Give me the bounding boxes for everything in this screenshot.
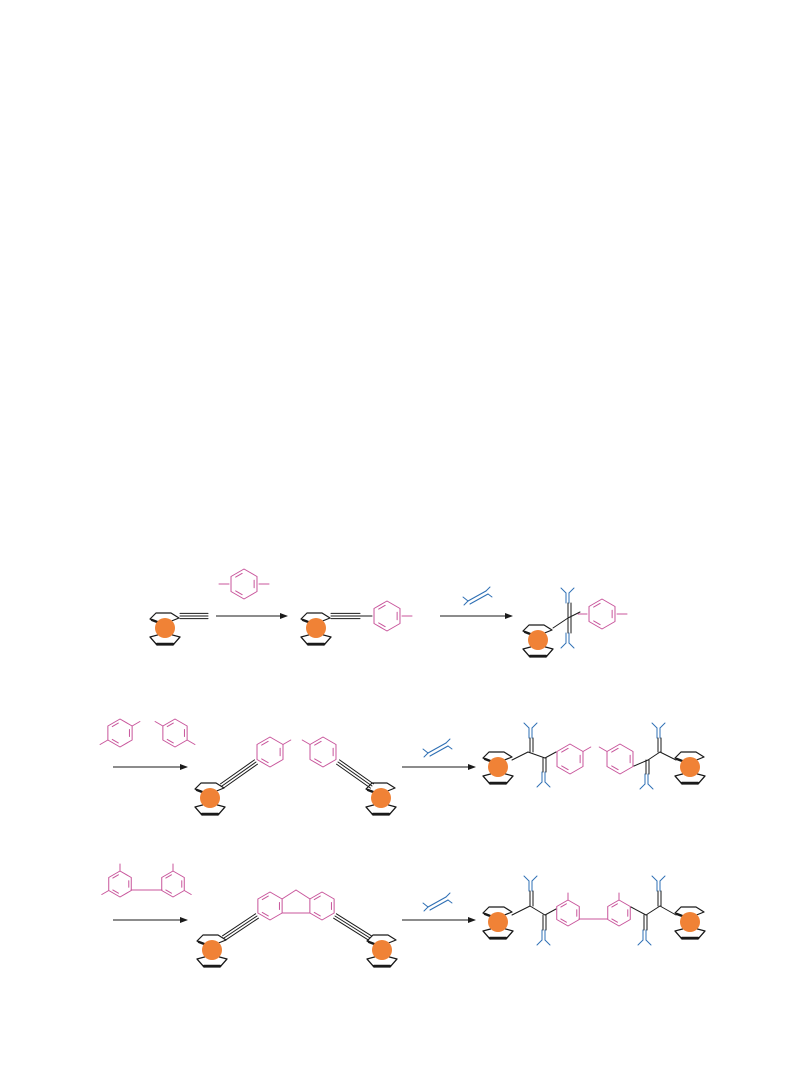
fork-3d-top bbox=[651, 875, 666, 892]
enyne-product-3d bbox=[630, 890, 677, 931]
ferrocene-1a bbox=[149, 612, 181, 646]
ferrocene-2d bbox=[674, 751, 706, 785]
ferrocene-3a bbox=[196, 934, 228, 968]
fork-3d-bot bbox=[637, 929, 652, 946]
metal-center bbox=[528, 630, 548, 650]
metal-center bbox=[155, 618, 175, 638]
fork-2d-top bbox=[651, 722, 666, 739]
ferrocene-3d bbox=[674, 906, 706, 940]
enyne-product-1c bbox=[552, 602, 581, 634]
metal-center bbox=[488, 912, 508, 932]
fork-1c-top bbox=[560, 587, 575, 604]
alkyne-3b bbox=[333, 913, 372, 941]
ferrocene-2c bbox=[482, 751, 514, 785]
fork-3c-top bbox=[523, 875, 538, 892]
alkyne-3a bbox=[222, 913, 259, 941]
enyne-product-3c bbox=[511, 890, 557, 931]
fluorene-bridge bbox=[281, 889, 311, 914]
alkyne-1a bbox=[179, 612, 209, 620]
aryl-2d bbox=[598, 743, 634, 775]
blue-reagent-1 bbox=[462, 586, 493, 606]
metal-center bbox=[200, 788, 220, 808]
aryl-2b bbox=[301, 736, 337, 768]
enyne-product-2c bbox=[511, 737, 557, 773]
aryl-2c bbox=[556, 743, 592, 775]
reagents-layer bbox=[99, 568, 493, 912]
pmag-reagent-2a bbox=[99, 718, 141, 748]
alkyne-2b bbox=[336, 759, 374, 789]
fork-2c-bot bbox=[536, 771, 551, 788]
product-biaryl-b bbox=[607, 892, 631, 927]
fork-2c-top bbox=[523, 722, 538, 739]
ferrocene-2a bbox=[194, 782, 226, 816]
blue-reagent-2 bbox=[422, 738, 453, 758]
aryl-1b bbox=[373, 600, 413, 632]
fork-1c-bot bbox=[560, 632, 575, 649]
ferrocene-3c bbox=[482, 906, 514, 940]
metal-center bbox=[680, 757, 700, 777]
biaryl-reagent-a bbox=[101, 863, 132, 898]
ferrocene-3b bbox=[366, 934, 398, 968]
alkyne-2a bbox=[220, 759, 258, 789]
metal-center bbox=[306, 618, 326, 638]
ferrocene-1c bbox=[522, 624, 554, 658]
enyne-product-2d bbox=[633, 737, 677, 775]
blue-reagent-3 bbox=[422, 892, 453, 912]
alkyne-1b bbox=[330, 612, 361, 620]
fluorene-ring-b bbox=[309, 891, 335, 921]
arrows-layer bbox=[113, 613, 513, 923]
pmag-reagent-2b bbox=[154, 718, 196, 748]
metal-center bbox=[372, 940, 392, 960]
pmag-reagent-1 bbox=[218, 568, 270, 600]
metal-center bbox=[680, 912, 700, 932]
metal-center bbox=[488, 757, 508, 777]
ferrocene-2b bbox=[365, 782, 397, 816]
metal-center bbox=[371, 788, 391, 808]
fork-2d-bot bbox=[639, 773, 654, 790]
fluorene-ring-a bbox=[257, 891, 283, 921]
ferrocene-1b bbox=[300, 612, 332, 646]
molecules-layer bbox=[149, 587, 706, 968]
aryl-2a bbox=[256, 736, 292, 768]
aryl-1c bbox=[577, 598, 628, 630]
product-biaryl-a bbox=[556, 892, 580, 927]
fork-3c-bot bbox=[536, 929, 551, 946]
metal-center bbox=[202, 940, 222, 960]
biaryl-reagent-b bbox=[161, 863, 192, 898]
